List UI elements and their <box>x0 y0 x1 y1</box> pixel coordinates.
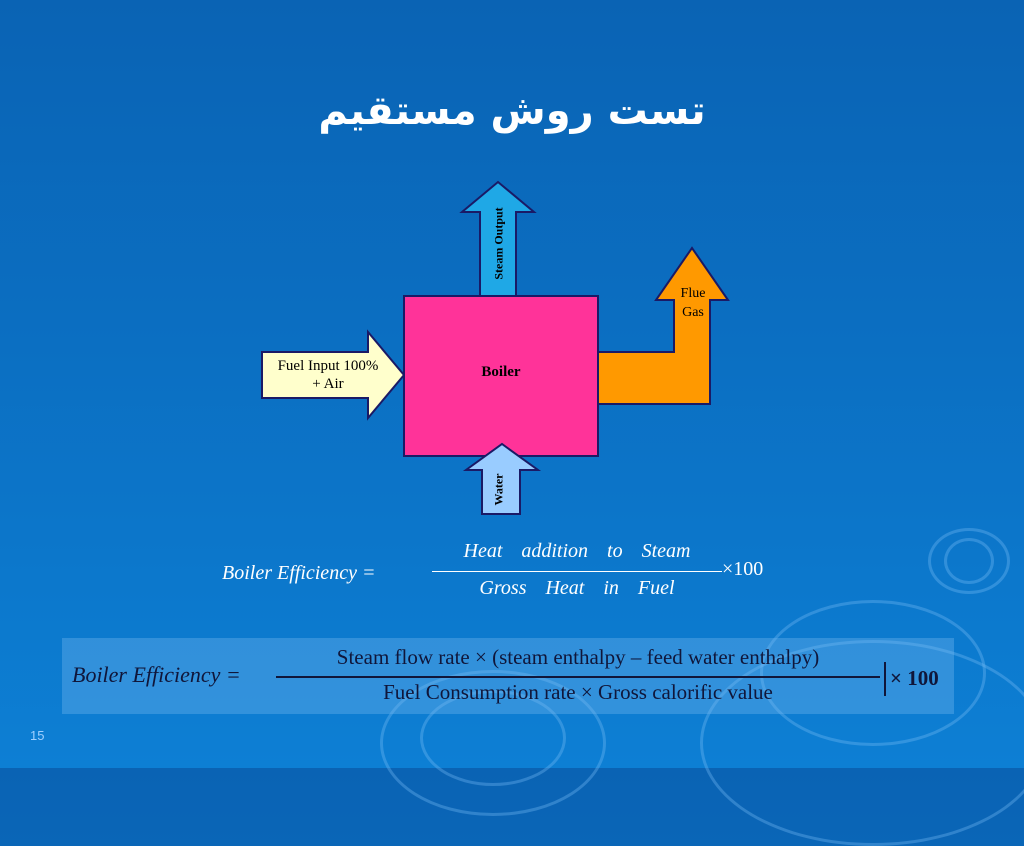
equation2-fraction-bar <box>276 676 880 678</box>
fuel-input-arrow <box>261 329 406 421</box>
flue-gas-label-line1: Flue <box>680 286 706 301</box>
boiler-box <box>403 295 599 457</box>
equation2-left: Boiler Efficiency = <box>72 662 241 687</box>
equation1-denominator: Gross Heat in Fuel <box>479 577 675 599</box>
equation2-numerator: Steam flow rate × (steam enthalpy – feed… <box>336 645 820 669</box>
fuel-input-label-line2: + Air <box>312 376 344 392</box>
flue-gas-label-line2: Gas <box>682 305 704 320</box>
water-arrow <box>462 442 542 515</box>
equation2-denominator: Fuel Consumption rate × Gross calorific … <box>383 680 773 704</box>
slide-title: تست روش مستقیم <box>318 88 706 134</box>
flue-gas-label: Flue Gas <box>664 284 722 322</box>
equation1-multiplier: ×100 <box>722 558 764 580</box>
steam-output-label: Steam Output <box>491 207 506 280</box>
equation2-bracket <box>884 662 886 696</box>
fuel-input-label: Fuel Input 100% + Air <box>262 357 394 393</box>
water-label: Water <box>491 473 506 506</box>
flue-gas-arrow <box>597 246 730 405</box>
boiler-label: Boiler <box>481 364 521 380</box>
boiler-diagram <box>261 180 730 515</box>
page-number: 15 <box>30 728 45 743</box>
equation1-fraction-bar <box>432 571 722 572</box>
slide: تست روش مستقیم Fuel Input 100% + Air Boi… <box>30 88 1024 846</box>
steam-output-arrow <box>459 180 537 297</box>
fuel-input-label-line1: Fuel Input 100% <box>277 358 379 374</box>
equation2-multiplier: × 100 <box>890 666 939 690</box>
ripple-decoration <box>928 528 1010 594</box>
equation1-numerator: Heat addition to Steam <box>463 540 691 562</box>
equation1-left: Boiler Efficiency = <box>222 562 376 584</box>
